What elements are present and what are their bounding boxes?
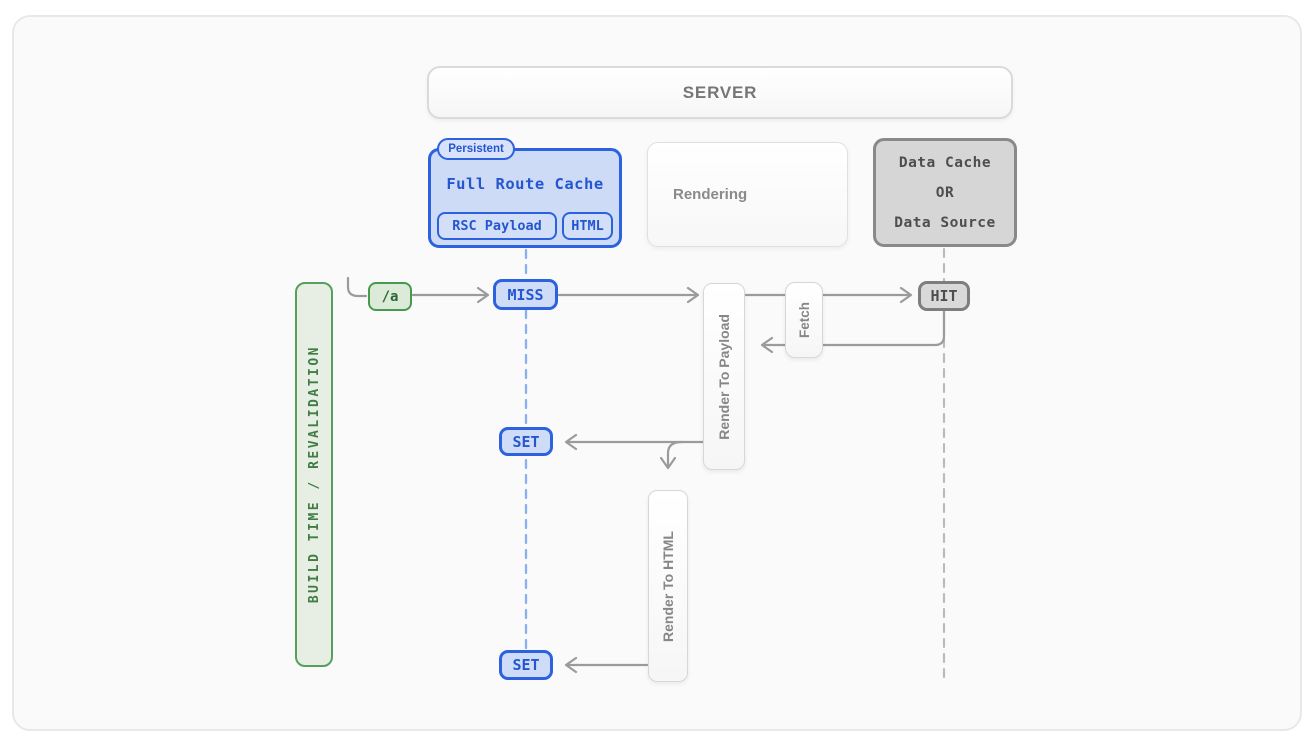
miss-label: MISS: [507, 285, 544, 304]
persistent-badge: Persistent: [437, 138, 515, 160]
set-html-label: SET: [512, 656, 540, 674]
hit-label: HIT: [930, 287, 958, 305]
render-to-html-label: Render To HTML: [660, 530, 676, 642]
persistent-badge-label: Persistent: [448, 143, 504, 155]
data-cache-line: OR: [935, 184, 955, 201]
set-payload-label: SET: [512, 432, 540, 451]
set-html-chip: SET: [499, 650, 553, 680]
server-box: SERVER: [427, 66, 1013, 119]
hit-chip: HIT: [918, 281, 970, 311]
html-chip: HTML: [562, 212, 613, 240]
rendering-label: Rendering: [673, 186, 748, 203]
fetch-label: Fetch: [796, 301, 812, 338]
full-route-cache-title: Full Route Cache: [446, 175, 604, 193]
rendering-box: Rendering: [647, 142, 848, 247]
rsc-payload-chip: RSC Payload: [437, 212, 557, 240]
render-to-payload-box: Render To Payload: [703, 283, 745, 470]
data-cache-line: Data Source: [894, 214, 996, 231]
route-chip: /a: [368, 282, 412, 311]
data-cache-line: Data Cache: [898, 154, 992, 171]
route-label: /a: [381, 288, 399, 305]
build-timeline-bar: BUILD TIME / REVALIDATION: [295, 282, 333, 667]
fetch-chip: Fetch: [785, 282, 823, 358]
build-timeline-label: BUILD TIME / REVALIDATION: [306, 345, 322, 604]
render-to-html-box: Render To HTML: [648, 490, 688, 682]
server-label: SERVER: [682, 82, 758, 102]
set-payload-chip: SET: [499, 427, 553, 456]
render-to-payload-label: Render To Payload: [716, 313, 732, 440]
miss-chip: MISS: [493, 279, 558, 310]
data-cache-box: Data Cache OR Data Source: [873, 138, 1017, 247]
